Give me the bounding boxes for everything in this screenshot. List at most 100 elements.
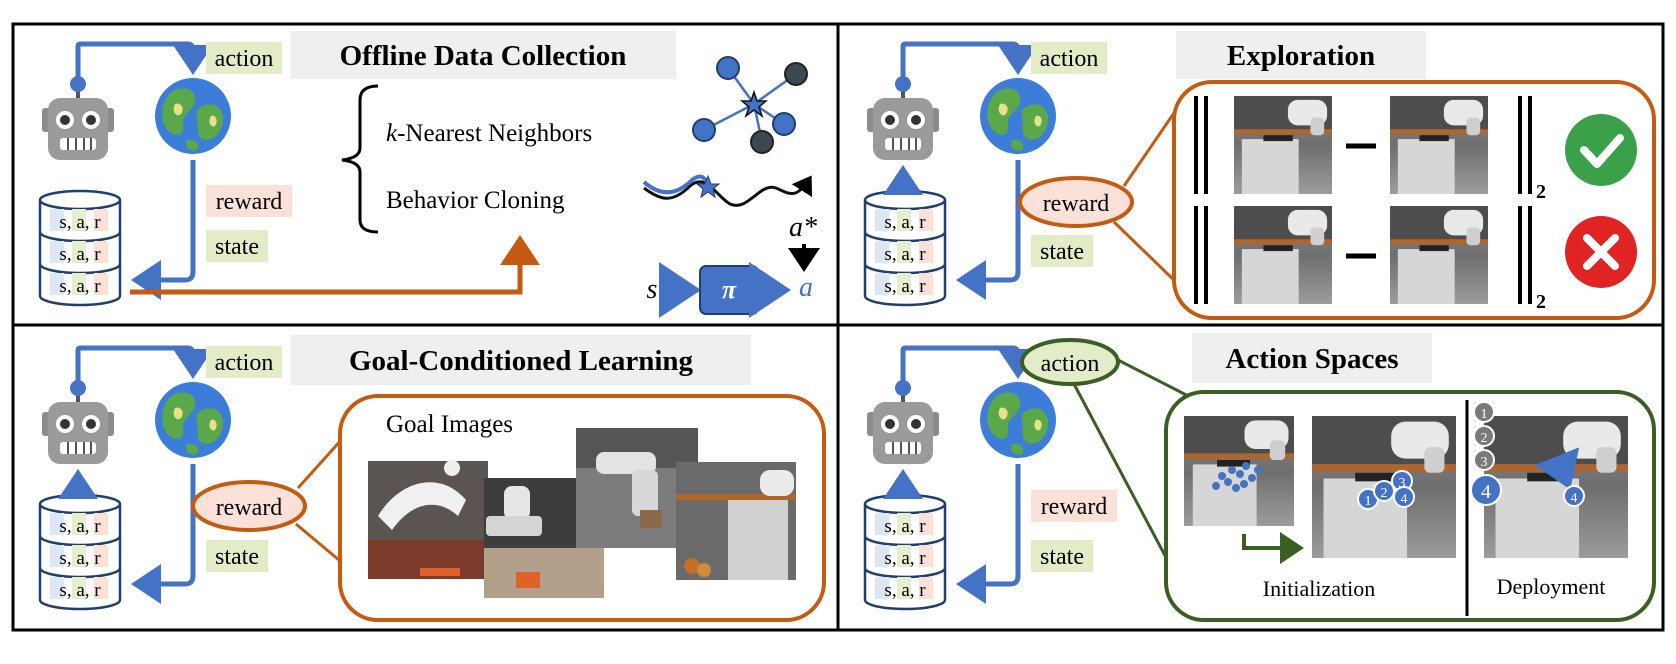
current-frame-image <box>1234 96 1332 194</box>
panel-title: Offline Data Collection <box>340 40 627 72</box>
k-symbol: k <box>386 120 398 147</box>
cross-icon <box>1565 216 1637 288</box>
panel-action-spaces-border <box>836 323 1665 632</box>
norm-subscript: 2 <box>1536 181 1546 203</box>
action-arrow <box>900 345 1038 388</box>
target-action-label: a* <box>789 212 817 243</box>
reward-highlight <box>1018 176 1134 228</box>
marker-2: 2 <box>1381 486 1388 501</box>
reference-frame-image <box>1390 206 1488 304</box>
sampled-points <box>1212 462 1262 492</box>
database-row-text: s, a, r <box>59 212 101 233</box>
panel-title: Action Spaces <box>1225 343 1398 375</box>
state-arrow <box>956 160 1021 300</box>
data-to-methods-arrow <box>130 235 540 295</box>
database-row-text: s, a, r <box>59 244 101 265</box>
init-label: Initialization <box>1263 576 1375 601</box>
title-bg <box>1192 333 1432 383</box>
title-bg <box>291 31 676 79</box>
knn-graph-icon <box>692 56 808 154</box>
state-label-bg <box>206 540 268 572</box>
globe-icon <box>155 382 231 458</box>
goal-image-1 <box>368 460 488 579</box>
deploy-marker-1: 1 <box>1481 407 1488 422</box>
robot-icon <box>865 378 941 466</box>
reward-label-bg <box>206 185 292 217</box>
action-label-bg <box>1031 42 1107 74</box>
deploy-label: Deployment <box>1497 574 1606 599</box>
panel-offline: Offline Data Collection action reward st… <box>38 31 820 318</box>
action-highlight <box>1020 338 1120 386</box>
state-label-bg <box>1031 540 1093 572</box>
panel-title: Goal-Conditioned Learning <box>349 345 694 377</box>
database-row-text: s, a, r <box>884 516 926 537</box>
reward-label: reward <box>216 495 283 521</box>
reward-label: reward <box>1043 191 1110 217</box>
state-arrow <box>956 464 1021 604</box>
policy-diagram: a* s π a <box>647 212 820 318</box>
action-label-bg <box>206 346 282 378</box>
reward-label-bg <box>1031 490 1117 522</box>
state-label-bg <box>206 230 268 262</box>
marker-3: 3 <box>1399 476 1406 491</box>
method-knn: k-Nearest Neighbors <box>386 120 592 147</box>
title-bg <box>291 335 751 385</box>
panel-action-spaces: Action Spaces action reward state 1 <box>863 333 1656 622</box>
panel-goal: Goal-Conditioned Learning action reward … <box>38 335 826 622</box>
deploy-marker-2: 2 <box>1481 431 1488 446</box>
reference-frame-image <box>1390 96 1488 194</box>
database-row-text: s, a, r <box>884 580 926 601</box>
norm-subscript: 2 <box>1536 291 1546 313</box>
database-row-text: s, a, r <box>884 244 926 265</box>
callout-line <box>1112 220 1178 284</box>
robot-icon <box>865 74 941 162</box>
panel-exploration: Exploration action reward state 2 <box>863 31 1656 320</box>
marker-1: 1 <box>1365 494 1372 509</box>
title-bg <box>1176 31 1426 79</box>
deploy-image <box>1484 416 1628 558</box>
knn-label: -Nearest Neighbors <box>397 120 592 147</box>
current-frame-image <box>1234 206 1332 304</box>
check-icon <box>1565 114 1637 186</box>
method-bc: Behavior Cloning <box>386 187 565 214</box>
action-arrow <box>900 41 1038 84</box>
state-label-bg <box>1031 235 1093 267</box>
action-label: action <box>215 350 274 376</box>
policy-input-label: s <box>647 274 658 305</box>
deploy-marker-4-large: 4 <box>1481 481 1491 503</box>
state-label: state <box>215 544 259 570</box>
state-arrow <box>131 160 196 300</box>
init-arrow <box>1242 532 1304 564</box>
database-row-text: s, a, r <box>59 276 101 297</box>
database-row-text: s, a, r <box>59 548 101 569</box>
policy-symbol: π <box>722 275 737 304</box>
reward-label: reward <box>216 189 283 215</box>
reward-highlight <box>191 480 307 532</box>
database-row-text: s, a, r <box>884 548 926 569</box>
policy-output-label: a <box>799 272 813 303</box>
marker-4: 4 <box>1401 492 1408 507</box>
database-row-text: s, a, r <box>884 212 926 233</box>
cluster-markers: 1 2 3 4 <box>1357 470 1415 510</box>
callout-line <box>1072 383 1180 581</box>
trajectory-icon <box>642 174 813 207</box>
globe-icon <box>980 78 1056 154</box>
database-rows: s, a, r s, a, r s, a, r s, a, r s, a, r s, a,… <box>59 212 926 601</box>
database-row-text: s, a, r <box>884 276 926 297</box>
state-label: state <box>215 234 259 260</box>
state-arrow <box>131 464 196 604</box>
reward-label: reward <box>1041 494 1108 520</box>
robot-icon <box>40 378 116 466</box>
robot-icon <box>40 74 116 162</box>
callout-line <box>1122 109 1178 187</box>
deploy-markers: 1 2 3 4 4 <box>1470 401 1585 507</box>
deploy-arrow <box>1534 447 1580 490</box>
goal-images-label: Goal Images <box>386 411 513 438</box>
action-arrow <box>75 345 213 388</box>
database-row-text: s, a, r <box>59 516 101 537</box>
panel-title: Exploration <box>1227 40 1375 72</box>
globe-icon <box>980 382 1056 458</box>
curly-brace <box>341 84 379 234</box>
action-label: action <box>1041 351 1100 377</box>
